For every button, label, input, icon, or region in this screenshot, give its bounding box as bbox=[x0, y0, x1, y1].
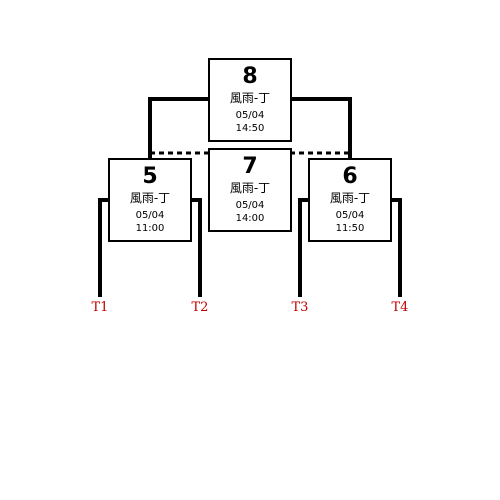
match-box-6[interactable]: 6 風雨-丁 05/04 11:50 bbox=[308, 158, 392, 242]
match-number: 6 bbox=[342, 164, 358, 189]
connector-team-3 bbox=[298, 198, 310, 297]
match-venue: 風雨-丁 bbox=[229, 91, 271, 105]
match-box-7[interactable]: 7 風雨-丁 05/04 14:00 bbox=[208, 148, 292, 232]
match-time: 14:00 bbox=[235, 213, 265, 224]
match-venue: 風雨-丁 bbox=[329, 191, 371, 205]
team-label-t3: T3 bbox=[291, 300, 309, 315]
connector-team-1 bbox=[98, 198, 110, 297]
team-label-t4: T4 bbox=[391, 300, 409, 315]
match-box-5[interactable]: 5 風雨-丁 05/04 11:00 bbox=[108, 158, 192, 242]
match-time: 11:50 bbox=[335, 223, 365, 234]
team-label-t1: T1 bbox=[91, 300, 109, 315]
match-number: 7 bbox=[242, 154, 258, 179]
match-number: 8 bbox=[242, 64, 258, 89]
match-number: 5 bbox=[142, 164, 158, 189]
connector-team-2 bbox=[190, 198, 202, 297]
match-date: 05/04 bbox=[135, 210, 165, 221]
match-time: 14:50 bbox=[235, 123, 265, 134]
connector-final-right bbox=[290, 97, 352, 158]
connector-final-left bbox=[148, 97, 210, 158]
match-venue: 風雨-丁 bbox=[129, 191, 171, 205]
match-time: 11:00 bbox=[135, 223, 165, 234]
match-venue: 風雨-丁 bbox=[229, 181, 271, 195]
connector-team-4 bbox=[390, 198, 402, 297]
match-box-8[interactable]: 8 風雨-丁 05/04 14:50 bbox=[208, 58, 292, 142]
team-label-t2: T2 bbox=[191, 300, 209, 315]
match-date: 05/04 bbox=[335, 210, 365, 221]
match-date: 05/04 bbox=[235, 110, 265, 121]
match-date: 05/04 bbox=[235, 200, 265, 211]
